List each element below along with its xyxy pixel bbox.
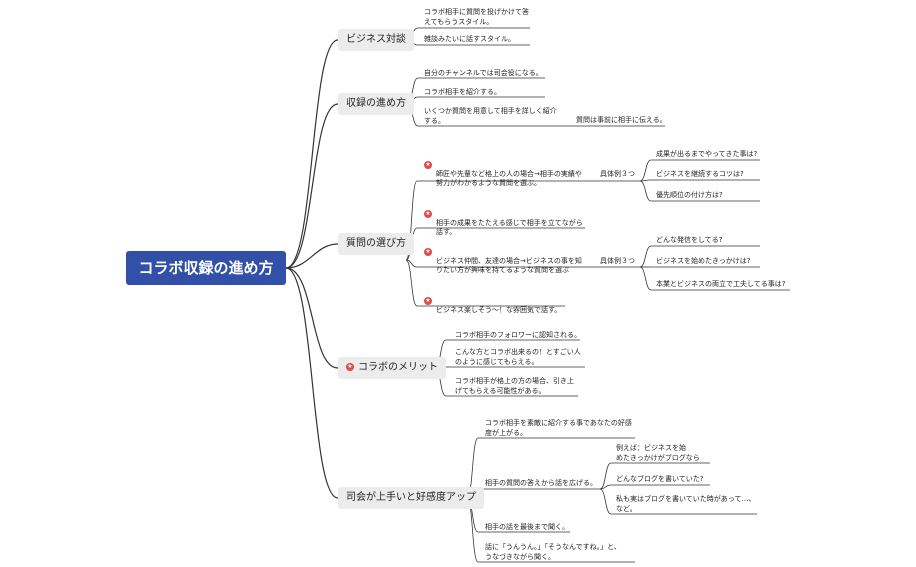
star-icon: ★ bbox=[424, 210, 432, 218]
star-icon: ★ bbox=[346, 363, 354, 371]
host-leaf-4[interactable]: 話に「うんうん。」「そうなんですね。」と、 うなづきながら聞く。 bbox=[485, 543, 621, 561]
host-sub-3[interactable]: 私も実はブログを書いていた時があって…、 など。 bbox=[616, 495, 756, 513]
example-2-3[interactable]: 本業とビジネスの両立で工夫してる事は? bbox=[656, 280, 786, 288]
business-leaf-1[interactable]: コラボ相手に質問を投げかけて答 えてもらうスタイル。 bbox=[424, 8, 529, 26]
branch-label: コラボのメリット bbox=[358, 362, 438, 373]
question-leaf-3-text: ビジネス仲間、友達の場合→ビジネスの事を知 りたい方が興味を持てるような質問を選… bbox=[436, 256, 582, 275]
host-leaf-1[interactable]: コラボ相手を素敵に紹介する事であなたの好感 度が上がる。 bbox=[485, 419, 632, 437]
branch-recording-flow[interactable]: 収録の進め方 bbox=[338, 93, 414, 115]
example-1-3[interactable]: 優先順位の付け方は? bbox=[656, 191, 723, 199]
branch-collab-merit[interactable]: ★ コラボのメリット bbox=[338, 357, 446, 379]
concrete-label-2[interactable]: 具体例３つ bbox=[600, 257, 635, 265]
root-node[interactable]: コラボ収録の進め方 bbox=[126, 251, 286, 285]
recording-subleaf[interactable]: 質問は事前に相手に伝える。 bbox=[576, 116, 667, 124]
host-sub-2[interactable]: どんなブログを書いていた? bbox=[616, 475, 704, 483]
concrete-label-1[interactable]: 具体例３つ bbox=[600, 170, 635, 178]
branch-host-skill[interactable]: 司会が上手いと好感度アップ bbox=[338, 487, 484, 509]
branch-question-choice[interactable]: 質問の選び方 bbox=[338, 233, 414, 255]
question-leaf-1[interactable]: ★ 師匠や先輩など格上の人の場合→相手の実績や 努力がわかるような質問を選ぶ。 bbox=[424, 160, 582, 189]
recording-leaf-1[interactable]: 自分のチャンネルでは司会役になる。 bbox=[424, 69, 543, 77]
recording-leaf-2[interactable]: コラボ相手を紹介する。 bbox=[424, 88, 501, 96]
host-leaf-2[interactable]: 相手の質問の答えから話を広げる。 bbox=[485, 479, 597, 487]
branch-business-talk[interactable]: ビジネス対談 bbox=[338, 29, 414, 51]
business-leaf-2[interactable]: 雑談みたいに話すスタイル。 bbox=[424, 35, 515, 43]
question-leaf-2-text: 相手の成果をたたえる感じで相手を立てながら 話す。 bbox=[436, 218, 583, 237]
question-leaf-4[interactable]: ★ ビジネス楽しそう〜！な雰囲気で話す。 bbox=[424, 296, 562, 315]
star-icon: ★ bbox=[424, 161, 432, 169]
example-1-1[interactable]: 成果が出るまでやってきた事は? bbox=[656, 150, 758, 158]
question-leaf-2[interactable]: ★ 相手の成果をたたえる感じで相手を立てながら 話す。 bbox=[424, 209, 583, 238]
star-icon: ★ bbox=[424, 297, 432, 305]
merit-leaf-2[interactable]: こんな方とコラボ出来るの！とすごい人 のように感じてもらえる。 bbox=[455, 348, 581, 366]
question-leaf-4-text: ビジネス楽しそう〜！な雰囲気で話す。 bbox=[436, 305, 562, 314]
host-sub-1[interactable]: 例えば：ビジネスを始 めたきっかけがブログなら bbox=[616, 444, 700, 462]
star-icon: ★ bbox=[424, 248, 432, 256]
example-2-2[interactable]: ビジネスを始めたきっかけは? bbox=[656, 257, 751, 265]
question-leaf-1-text: 師匠や先輩など格上の人の場合→相手の実績や 努力がわかるような質問を選ぶ。 bbox=[436, 169, 582, 188]
question-leaf-3[interactable]: ★ ビジネス仲間、友達の場合→ビジネスの事を知 りたい方が興味を持てるような質問を… bbox=[424, 247, 582, 276]
host-leaf-3[interactable]: 相手の話を最後まで聞く。 bbox=[485, 523, 569, 531]
recording-leaf-3[interactable]: いくつか質問を用意して相手を詳しく紹介 する。 bbox=[424, 107, 557, 125]
merit-leaf-3[interactable]: コラボ相手が格上の方の場合、引き上 げてもらえる可能性がある。 bbox=[455, 377, 574, 395]
merit-leaf-1[interactable]: コラボ相手のフォロワーに認知される。 bbox=[455, 331, 581, 339]
example-1-2[interactable]: ビジネスを継続するコツは? bbox=[656, 170, 744, 178]
example-2-1[interactable]: どんな発信をしてる? bbox=[656, 236, 723, 244]
